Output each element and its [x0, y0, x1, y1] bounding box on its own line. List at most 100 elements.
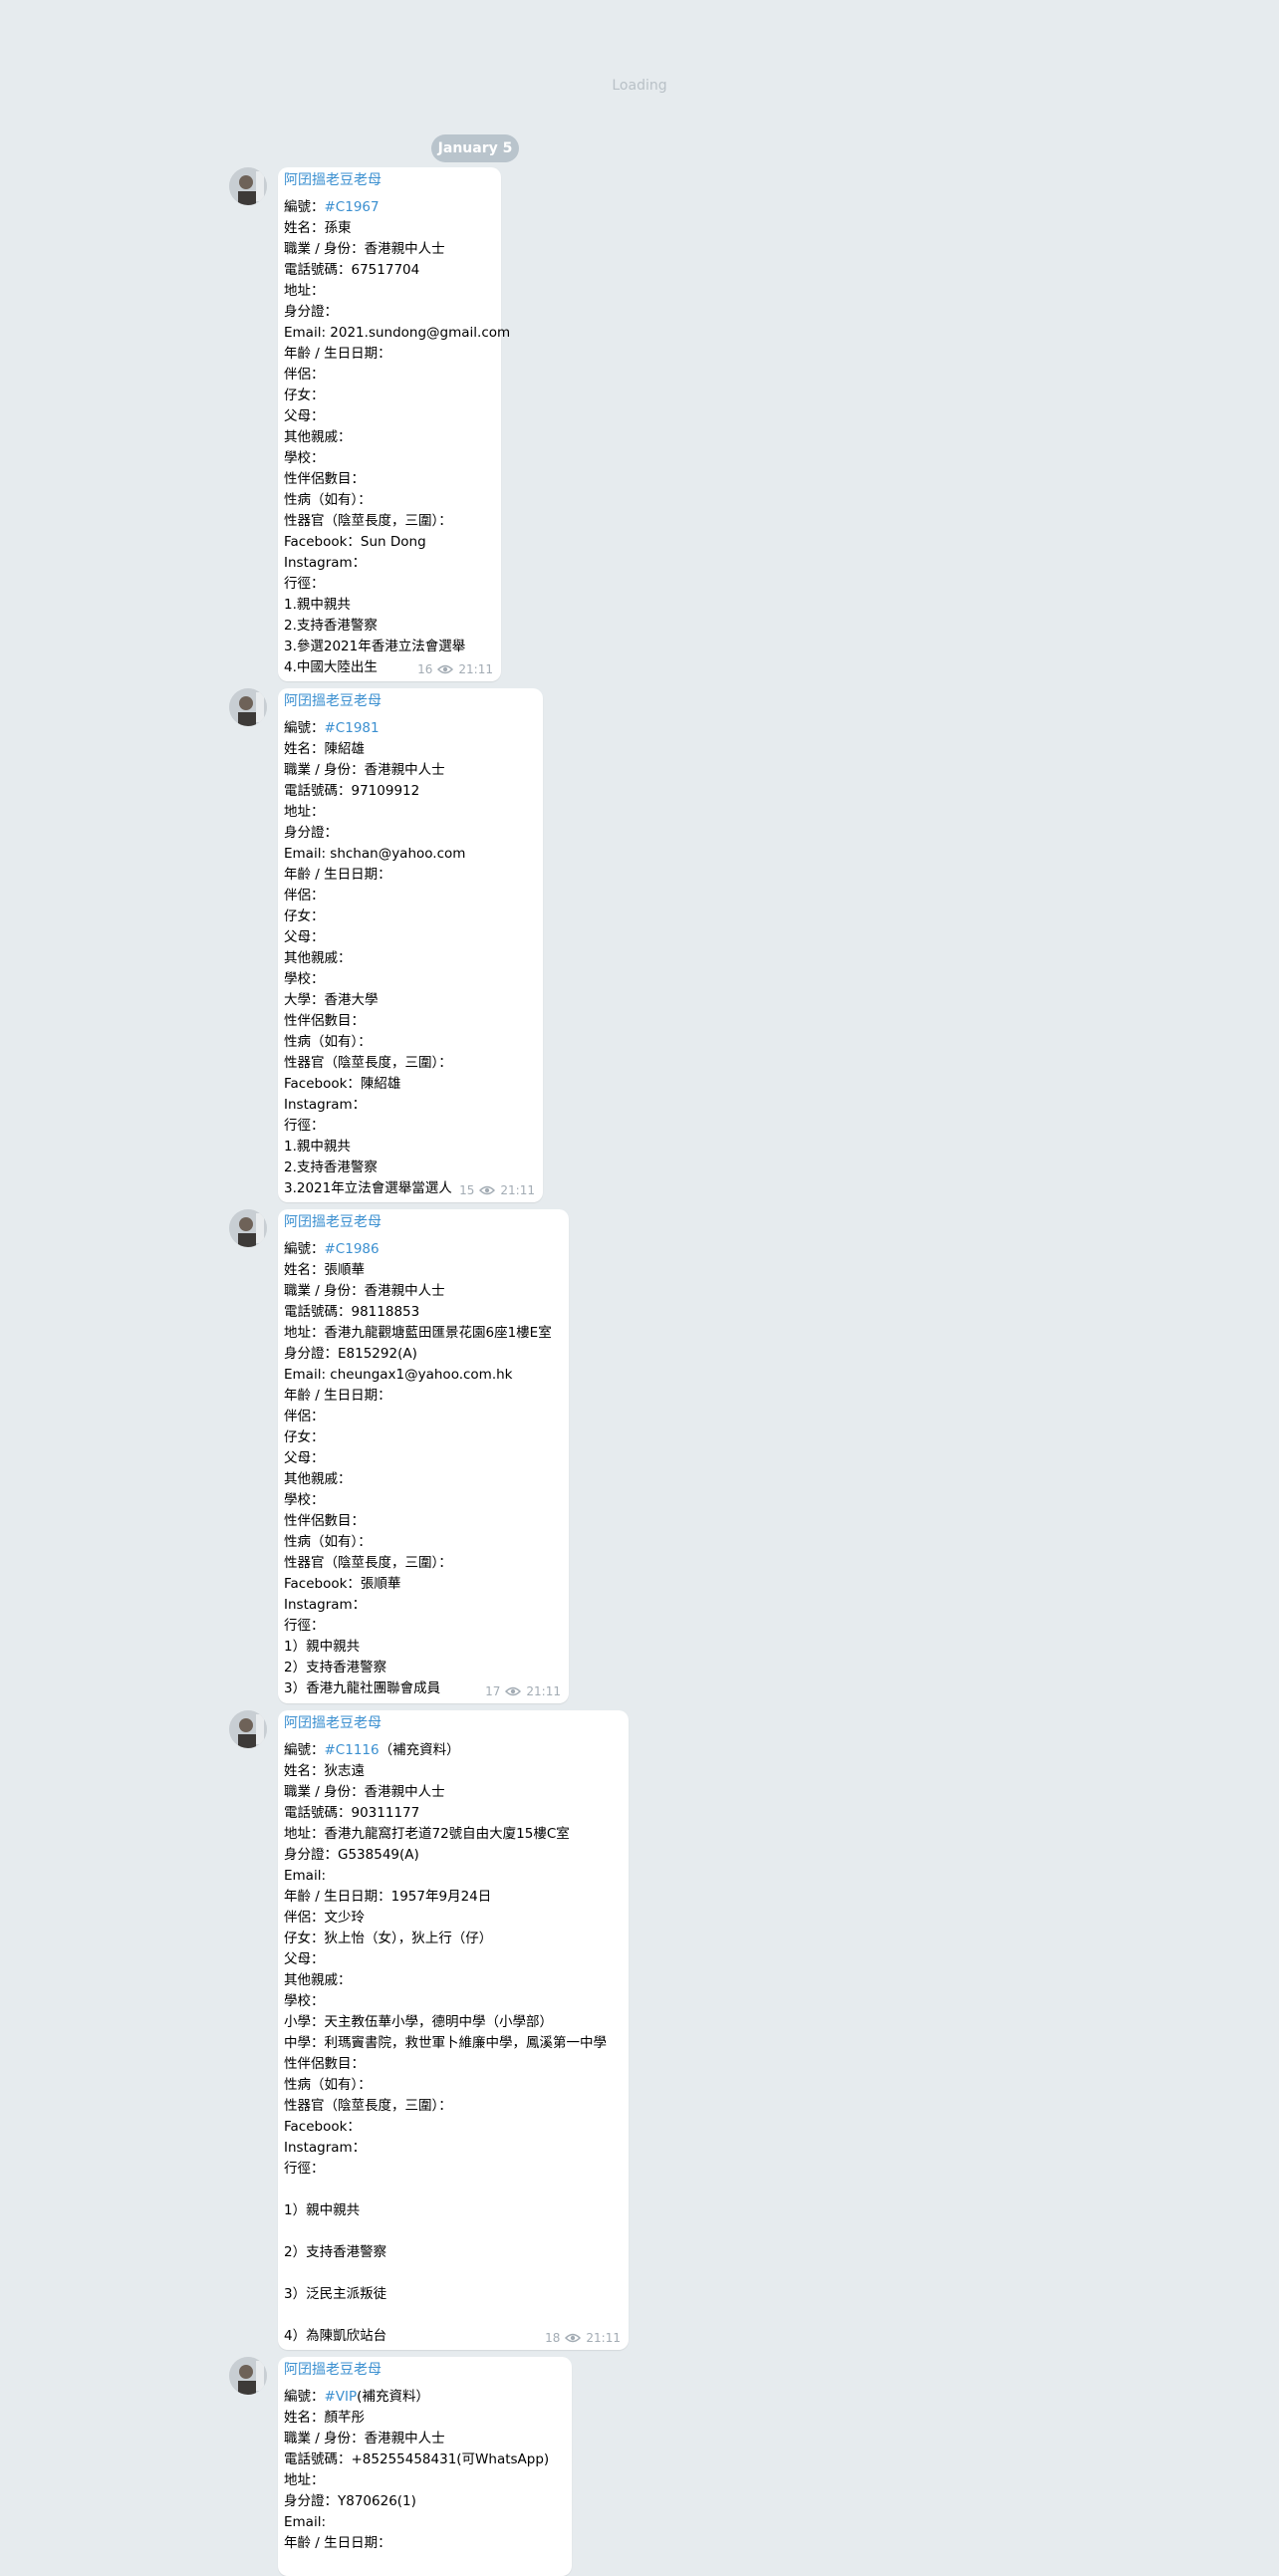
date-separator: January 5 — [431, 134, 519, 162]
message-line: 其他親戚： — [284, 1471, 352, 1487]
avatar[interactable] — [229, 1710, 267, 1748]
message-line: 行徑： — [284, 2161, 325, 2177]
hashtag-link[interactable]: #C1981 — [324, 720, 380, 736]
message-line: 4）為陳凱欣站台 — [284, 2328, 387, 2344]
message-line: Facebook：Sun Dong — [284, 534, 426, 550]
message-line: Email: 2021.sundong@gmail.com — [284, 325, 511, 341]
message-line: 身分證： — [284, 304, 338, 320]
avatar[interactable] — [229, 167, 267, 205]
message-line: 中學：利瑪竇書院，救世軍卜維廉中學，鳳溪第一中學 — [284, 2035, 607, 2051]
message-meta: 16 21:11 — [417, 661, 493, 677]
message-line: 職業 / 身份：香港親中人士 — [284, 241, 445, 257]
message-line: 編號：#C1981 — [284, 718, 465, 739]
avatar-image — [229, 1209, 267, 1247]
eye-icon — [505, 1686, 522, 1696]
message-line: 姓名：陳紹雄 — [284, 741, 365, 757]
message-line: 電話號碼：97109912 — [284, 783, 420, 799]
message-line: 2）支持香港警察 — [284, 2244, 387, 2260]
message-line: 1.親中親共 — [284, 1139, 351, 1155]
message-line: 身分證： — [284, 825, 338, 841]
hashtag-link[interactable]: #C1967 — [324, 199, 380, 215]
channel-author-name[interactable]: 阿囝搵老豆老母 — [284, 172, 382, 188]
avatar[interactable] — [229, 688, 267, 726]
message-line: 編號：#C1116（補充資料） — [284, 1740, 607, 1761]
message-line: 地址：香港九龍觀塘藍田匯景花園6座1樓E室 — [284, 1325, 552, 1341]
message-line: 身分證：Y870626(1) — [284, 2493, 416, 2509]
hashtag-link[interactable]: #C1986 — [324, 1241, 380, 1257]
loading-indicator: Loading — [612, 78, 667, 94]
message-line: 編號：#VIP(補充資料） — [284, 2387, 549, 2408]
hashtag-link[interactable]: #VIP — [324, 2389, 358, 2405]
message-line: 性病（如有）： — [284, 492, 372, 508]
avatar[interactable] — [229, 1209, 267, 1247]
message-time: 21:11 — [586, 2331, 621, 2345]
message-line: 電話號碼：67517704 — [284, 262, 420, 278]
channel-author-name[interactable]: 阿囝搵老豆老母 — [284, 1214, 382, 1230]
avatar-image — [229, 2357, 267, 2395]
channel-author-name[interactable]: 阿囝搵老豆老母 — [284, 1715, 382, 1731]
message-line: 年齡 / 生日日期： — [284, 867, 391, 883]
avatar-image — [229, 1710, 267, 1748]
message-line: 職業 / 身份：香港親中人士 — [284, 762, 445, 778]
hashtag-link[interactable]: #C1116 — [324, 1742, 380, 1758]
message-line: 伴侶： — [284, 367, 325, 383]
message-line: 職業 / 身份：香港親中人士 — [284, 1784, 445, 1800]
message-text: 編號：#C1981 姓名：陳紹雄職業 / 身份：香港親中人士電話號碼：971099… — [284, 718, 465, 1199]
message-line: 身分證：E815292(A) — [284, 1346, 417, 1362]
message-line: 職業 / 身份：香港親中人士 — [284, 1283, 445, 1299]
message-line: 姓名：顏芊彤 — [284, 2410, 365, 2426]
message-line: Email: shchan@yahoo.com — [284, 846, 466, 862]
message-line: 編號：#C1986 — [284, 1239, 552, 1260]
avatar[interactable] — [229, 2357, 267, 2395]
record-id-label: 編號： — [284, 1241, 325, 1257]
message-line: 3）香港九龍社團聯會成員 — [284, 1680, 441, 1696]
message-line: 性器官（陰莖長度，三圍）： — [284, 1555, 452, 1571]
avatar-image — [229, 688, 267, 726]
message-line: 3.2021年立法會選舉當選人 — [284, 1180, 452, 1196]
message-line: 職業 / 身份：香港親中人士 — [284, 2431, 445, 2447]
message-line: 小學：天主教伍華小學，德明中學（小學部） — [284, 2014, 553, 2030]
channel-author-name[interactable]: 阿囝搵老豆老母 — [284, 2362, 382, 2378]
message-line — [284, 2221, 607, 2242]
message-line: 性伴侶數目： — [284, 1013, 365, 1029]
message-line: 仔女： — [284, 908, 325, 924]
message-line: 1.親中親共 — [284, 597, 351, 613]
message-meta: 15 21:11 — [459, 1182, 535, 1198]
message-line — [284, 2263, 607, 2284]
message-line: 伴侶： — [284, 888, 325, 903]
message-line: 性器官（陰莖長度，三圍）： — [284, 1055, 452, 1071]
message-line: 學校： — [284, 1993, 325, 2009]
message-line: 伴侶：文少玲 — [284, 1910, 365, 1926]
message-line: 行徑： — [284, 1618, 325, 1634]
message-line: 性伴侶數目： — [284, 471, 365, 487]
message-line: 學校： — [284, 1492, 325, 1508]
channel-author-name[interactable]: 阿囝搵老豆老母 — [284, 693, 382, 709]
message-line: Instagram： — [284, 1097, 367, 1113]
message-line: 行徑： — [284, 1118, 325, 1134]
message-time: 21:11 — [500, 1183, 535, 1197]
message-text: 編號：#VIP(補充資料）姓名：顏芊彤職業 / 身份：香港親中人士電話號碼：+8… — [284, 2387, 549, 2554]
message-line: 姓名：孫東 — [284, 220, 352, 236]
message-line: 父母： — [284, 408, 325, 424]
record-id-label: 編號： — [284, 2389, 325, 2405]
message-line: 仔女： — [284, 1429, 325, 1445]
message-line: Instagram： — [284, 1597, 367, 1613]
message-meta: 18 21:11 — [545, 2330, 621, 2346]
eye-icon — [479, 1185, 496, 1195]
message-line: 年齡 / 生日日期： — [284, 2535, 391, 2551]
message-line: 伴侶： — [284, 1409, 325, 1424]
message-line: 其他親戚： — [284, 429, 352, 445]
message-line: 性病（如有）： — [284, 1534, 372, 1550]
message-line: Facebook：陳紹雄 — [284, 1076, 401, 1092]
message-bubble: 阿囝搵老豆老母編號：#VIP(補充資料） 姓名：顏芊彤職業 / 身份：香港親中人士… — [278, 2357, 572, 2576]
message-line: 父母： — [284, 1951, 325, 1967]
record-id-label: 編號： — [284, 720, 325, 736]
message-line: Instagram： — [284, 555, 367, 571]
message-line: Facebook：張順華 — [284, 1576, 401, 1592]
message-line: 電話號碼：98118853 — [284, 1304, 420, 1320]
message-line: 學校： — [284, 450, 325, 466]
message-line: 地址： — [284, 283, 325, 299]
message-line: 1）親中親共 — [284, 1639, 361, 1655]
